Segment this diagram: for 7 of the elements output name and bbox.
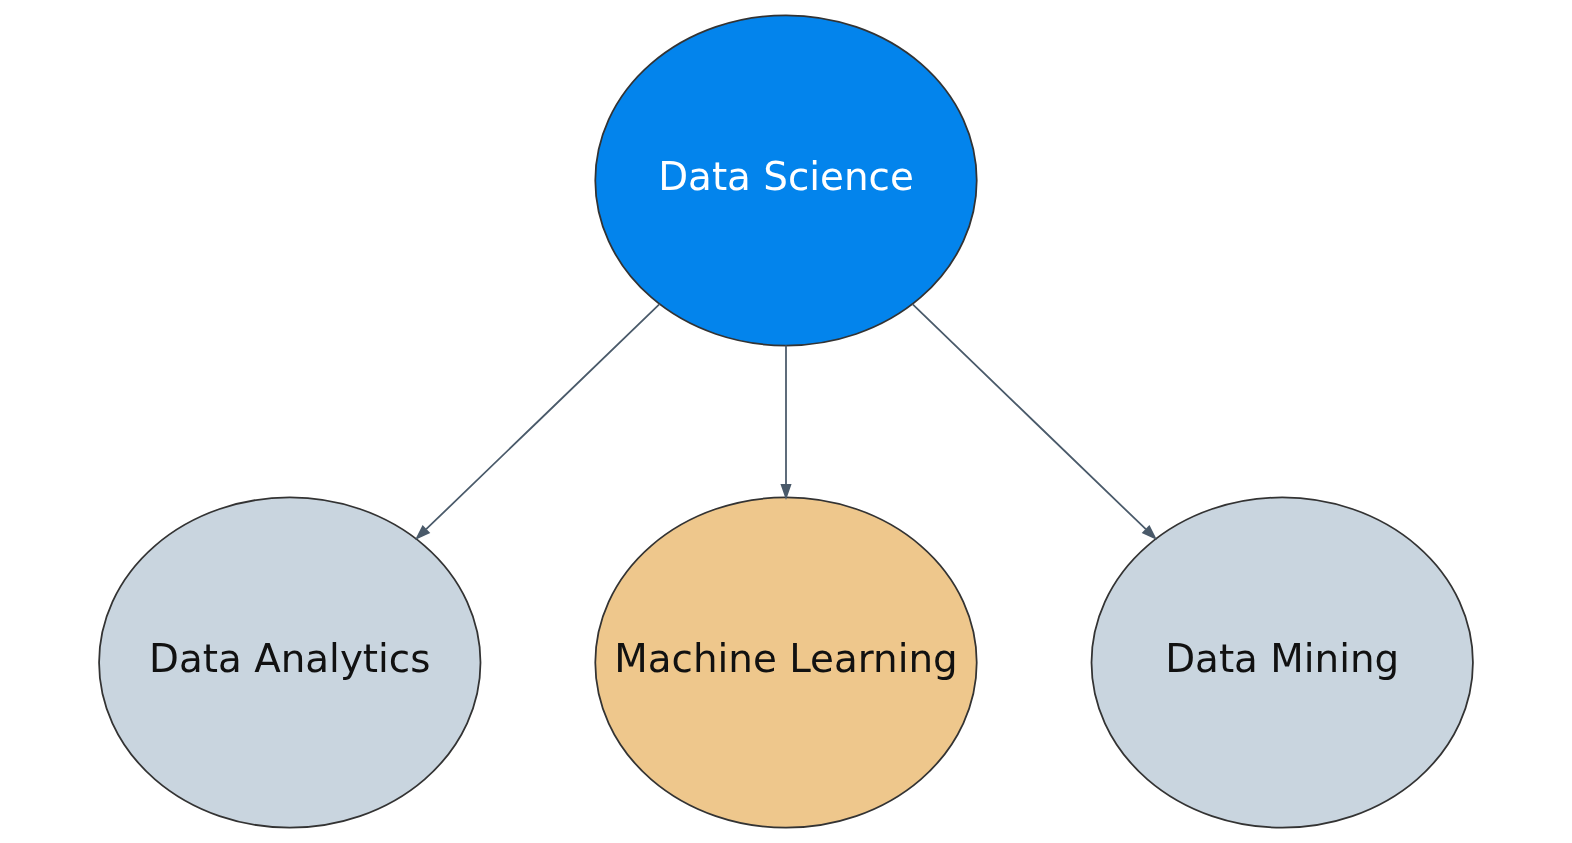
arrow: [911, 303, 1158, 541]
arrow: [780, 344, 792, 501]
arrow: [414, 303, 661, 541]
node-ellipse: Data Analytics: [98, 496, 482, 829]
node-ellipse: Data Science: [594, 14, 978, 347]
node-ellipse: Data Mining: [1090, 496, 1474, 829]
node-ellipse: Machine Learning: [594, 496, 978, 829]
